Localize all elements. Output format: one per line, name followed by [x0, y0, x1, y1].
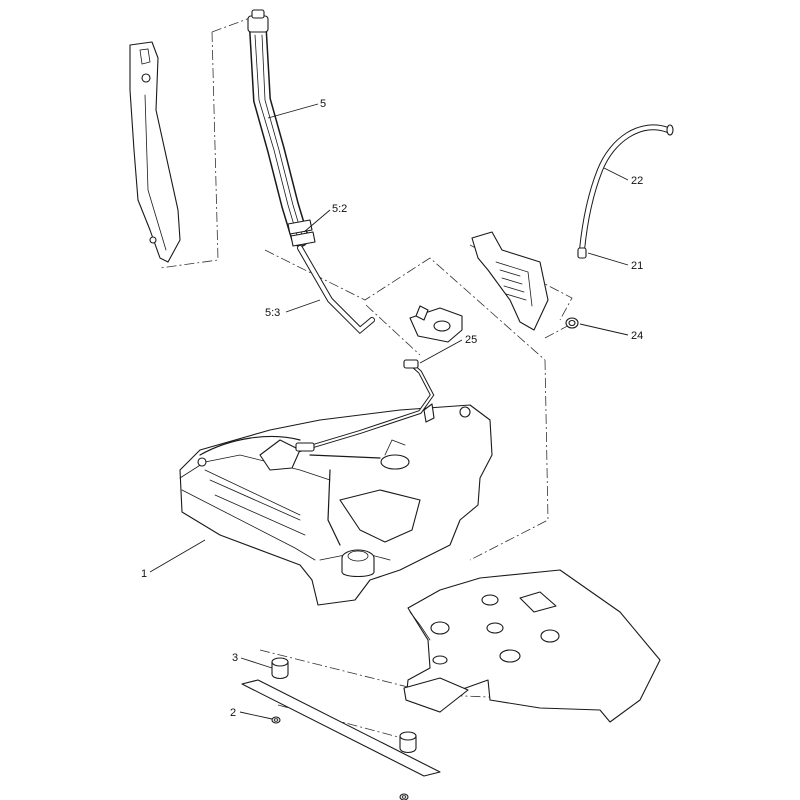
- bumper: [271, 657, 289, 680]
- filler-neck-hose: [247, 9, 316, 247]
- vent-hose: [297, 245, 375, 335]
- callout-2: 2: [230, 707, 236, 719]
- callout-5-2: 5:2: [332, 203, 347, 215]
- callout-22: 22: [631, 175, 643, 187]
- side-panel: [471, 231, 549, 331]
- mounting-plate: [403, 569, 661, 723]
- callout-21: 21: [631, 260, 643, 272]
- tank-strap: [241, 679, 441, 777]
- leader-lines: [149, 103, 629, 720]
- callout-1: 1: [141, 568, 147, 580]
- callout-5: 5: [320, 98, 326, 110]
- callout-5-3: 5:3: [265, 307, 280, 319]
- callout-labels: 5 5:2 5:3 25 22 21 24 1 3 2: [141, 98, 643, 719]
- callout-25: 25: [465, 334, 477, 346]
- nut: [271, 716, 281, 724]
- valve-bracket: [409, 305, 463, 343]
- callout-24: 24: [631, 330, 643, 342]
- fuel-tank: [179, 404, 493, 606]
- clamp: [565, 317, 579, 329]
- callout-3: 3: [232, 652, 238, 664]
- vent-line: [579, 124, 674, 253]
- bumper: [399, 731, 417, 754]
- fitting: [577, 247, 587, 259]
- fuel-lines: [199, 359, 435, 546]
- nut: [399, 793, 409, 800]
- mounting-bracket: [129, 41, 181, 263]
